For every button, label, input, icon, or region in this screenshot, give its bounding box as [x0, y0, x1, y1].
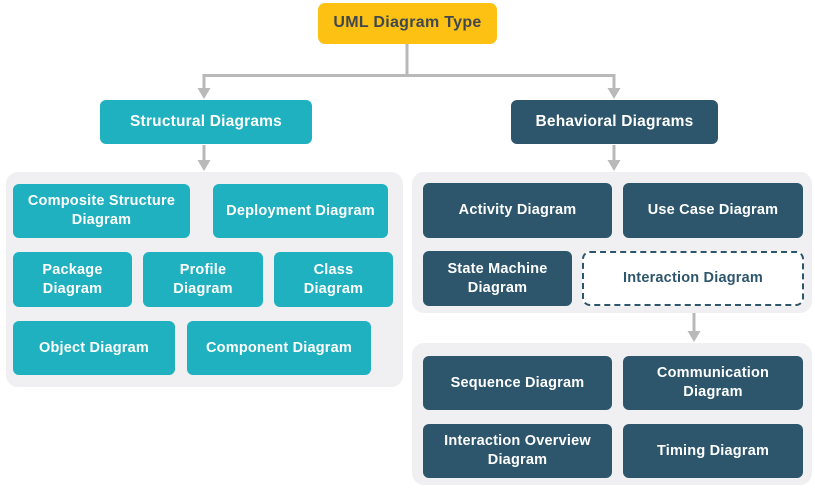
arrowhead-behavioral-branch [607, 88, 621, 99]
node-label: Class Diagram [303, 261, 364, 297]
node-composite-structure-diagram: Composite Structure Diagram [13, 184, 190, 238]
node-component-diagram: Component Diagram [187, 321, 371, 375]
node-label: Interaction Overview Diagram [444, 433, 591, 468]
node-label: Object Diagram [39, 339, 149, 356]
arrowhead-behavioral-group [607, 160, 621, 171]
node-label: Interaction Diagram [623, 270, 763, 287]
node-activity-diagram: Activity Diagram [423, 183, 612, 238]
branch-node-structural-diagrams: Structural Diagrams [100, 100, 312, 144]
node-timing-diagram: Timing Diagram [623, 424, 803, 478]
node-sequence-diagram: Sequence Diagram [423, 356, 612, 410]
node-label: Package Diagram [42, 261, 103, 297]
arrowhead-structural-branch [197, 88, 211, 99]
node-label: State Machine Diagram [447, 260, 548, 296]
node-label: Component Diagram [206, 339, 352, 356]
node-interaction-overview-diagram: Interaction Overview Diagram [423, 424, 612, 478]
node-object-diagram: Object Diagram [13, 321, 175, 375]
node-label: Activity Diagram [458, 202, 577, 219]
node-state-machine-diagram: State Machine Diagram [423, 251, 572, 306]
node-class-diagram: Class Diagram [274, 252, 393, 307]
node-label: Timing Diagram [656, 442, 770, 459]
root-node-uml-diagram-type: UML Diagram Type [318, 3, 497, 44]
node-communication-diagram: Communication Diagram [623, 356, 803, 410]
node-label: Profile Diagram [173, 261, 233, 297]
root-node-label: UML Diagram Type [333, 14, 482, 32]
arrowhead-structural-group [197, 160, 211, 171]
node-label: Composite Structure Diagram [27, 193, 176, 228]
branch-node-behavioral-diagrams: Behavioral Diagrams [511, 100, 718, 144]
node-label: Communication Diagram [656, 365, 770, 400]
branch-behavioral-label: Behavioral Diagrams [535, 112, 694, 130]
node-label: Use Case Diagram [647, 202, 779, 219]
node-interaction-diagram: Interaction Diagram [582, 251, 804, 306]
node-deployment-diagram: Deployment Diagram [213, 184, 388, 238]
node-profile-diagram: Profile Diagram [143, 252, 263, 307]
behavioral-diagrams-group: Activity Diagram Use Case Diagram State … [412, 172, 812, 313]
node-label: Deployment Diagram [226, 202, 375, 219]
node-label: Sequence Diagram [450, 374, 585, 391]
structural-diagrams-group: Composite Structure Diagram Deployment D… [6, 172, 403, 387]
branch-structural-label: Structural Diagrams [130, 112, 282, 130]
arrowhead-interaction-group [687, 331, 701, 342]
node-use-case-diagram: Use Case Diagram [623, 183, 803, 238]
interaction-diagrams-group: Sequence Diagram Communication Diagram I… [412, 343, 812, 485]
node-package-diagram: Package Diagram [13, 252, 132, 307]
